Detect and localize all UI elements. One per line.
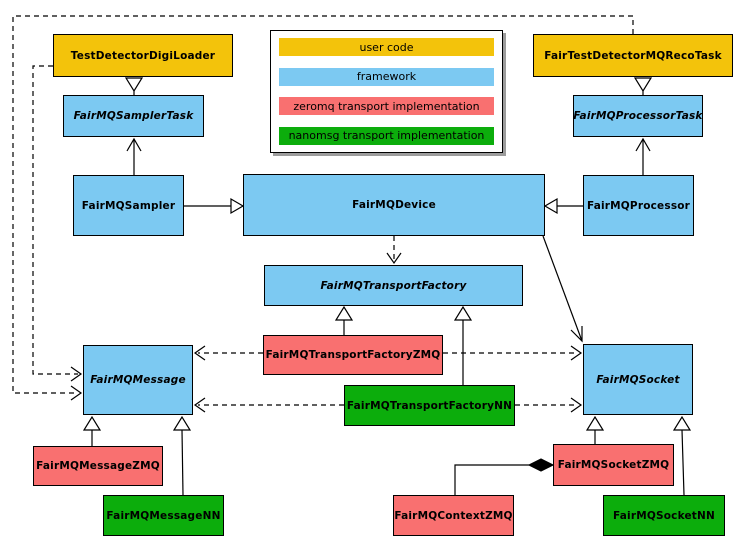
legend-item-framework: framework bbox=[279, 67, 494, 86]
hollow-triangle-arrowhead bbox=[124, 77, 144, 93]
legend-item-nanomsg: nanomsg transport implementation bbox=[279, 126, 494, 145]
edge-factorynn-socket bbox=[515, 397, 583, 413]
node-fairmqprocessortask: FairMQProcessorTask bbox=[573, 95, 703, 137]
hollow-triangle-arrowhead bbox=[453, 305, 473, 321]
edge-messagenn-message bbox=[172, 415, 192, 496]
edge-socketzmq-socket bbox=[585, 415, 605, 444]
open-vee-arrowhead bbox=[126, 137, 142, 152]
node-fairtestdetectormqrecotask: FairTestDetectorMQRecoTask bbox=[533, 34, 733, 77]
edge-device-socket bbox=[542, 235, 583, 343]
open-vee-arrowhead bbox=[386, 252, 402, 265]
edge-line bbox=[681, 429, 685, 496]
open-vee-arrowhead bbox=[193, 345, 206, 361]
open-vee-arrowhead bbox=[570, 345, 583, 361]
open-vee-arrowhead bbox=[570, 397, 583, 413]
edge-factoryzmq-factory bbox=[334, 305, 354, 335]
edge-sampler-device bbox=[184, 197, 245, 215]
edge-line bbox=[542, 235, 583, 342]
node-fairmqprocessor: FairMQProcessor bbox=[583, 175, 694, 236]
hollow-triangle-arrowhead bbox=[82, 415, 102, 431]
edge-processor-device bbox=[543, 197, 583, 215]
node-fairmqsocketzmq: FairMQSocketZMQ bbox=[553, 444, 674, 486]
edge-messagezmq-message bbox=[82, 415, 102, 446]
node-fairmqmessage: FairMQMessage bbox=[83, 345, 193, 415]
node-testdetectordigiloader: TestDetectorDigiLoader bbox=[53, 34, 233, 77]
open-vee-arrowhead bbox=[70, 385, 83, 401]
edge-factorynn-factory bbox=[453, 305, 473, 385]
edge-contextzmq-socketzmq bbox=[454, 458, 555, 495]
node-fairmqsampler: FairMQSampler bbox=[73, 175, 184, 236]
node-fairmqsamplertask: FairMQSamplerTask bbox=[63, 95, 204, 137]
hollow-triangle-arrowhead bbox=[543, 197, 558, 215]
node-fairmqdevice: FairMQDevice bbox=[243, 174, 545, 236]
edge-recotask-to-message bbox=[12, 15, 634, 401]
open-vee-arrowhead bbox=[570, 326, 583, 343]
open-vee-arrowhead bbox=[635, 137, 651, 152]
edge-processor-processortask bbox=[635, 137, 651, 175]
open-vee-arrowhead bbox=[193, 397, 206, 413]
node-fairmqsocketnn: FairMQSocketNN bbox=[603, 495, 725, 536]
filled-diamond bbox=[527, 458, 555, 472]
node-fairmqtransportfactory: FairMQTransportFactory bbox=[264, 265, 523, 306]
legend-box: user code framework zeromq transport imp… bbox=[270, 30, 503, 153]
node-fairmqtransportfactoryzmq: FairMQTransportFactoryZMQ bbox=[263, 335, 443, 375]
hollow-triangle-arrowhead bbox=[172, 415, 192, 431]
hollow-triangle-arrowhead bbox=[633, 77, 653, 93]
node-fairmqsocket: FairMQSocket bbox=[583, 344, 693, 415]
edge-line bbox=[32, 65, 78, 375]
hollow-triangle-arrowhead bbox=[585, 415, 605, 431]
hollow-triangle-arrowhead bbox=[230, 197, 245, 215]
edge-sampler-samplertask bbox=[126, 137, 142, 176]
edge-recotask-processortask bbox=[633, 77, 653, 95]
hollow-triangle-arrowhead bbox=[672, 415, 692, 431]
hollow-triangle-arrowhead bbox=[334, 305, 354, 321]
edge-line bbox=[454, 464, 529, 495]
edge-factoryzmq-message bbox=[193, 345, 263, 361]
node-fairmqtransportfactorynn: FairMQTransportFactoryNN bbox=[344, 385, 515, 426]
node-fairmqmessagenn: FairMQMessageNN bbox=[103, 495, 224, 536]
node-fairmqmessagezmq: FairMQMessageZMQ bbox=[33, 446, 163, 486]
edge-factoryzmq-socket bbox=[443, 345, 583, 361]
edge-digiloader-samplertask bbox=[124, 77, 144, 95]
edge-socketnn-socket bbox=[672, 415, 692, 496]
edge-line bbox=[12, 15, 634, 394]
edge-factorynn-message bbox=[193, 397, 344, 413]
legend-item-user-code: user code bbox=[279, 38, 494, 56]
legend-item-zeromq: zeromq transport implementation bbox=[279, 97, 494, 116]
open-vee-arrowhead bbox=[70, 366, 83, 382]
edge-digiloader-to-message bbox=[32, 65, 83, 382]
node-fairmqcontextzmq: FairMQContextZMQ bbox=[393, 495, 514, 536]
edge-line bbox=[181, 429, 184, 496]
edge-device-transportfactory bbox=[386, 236, 402, 265]
